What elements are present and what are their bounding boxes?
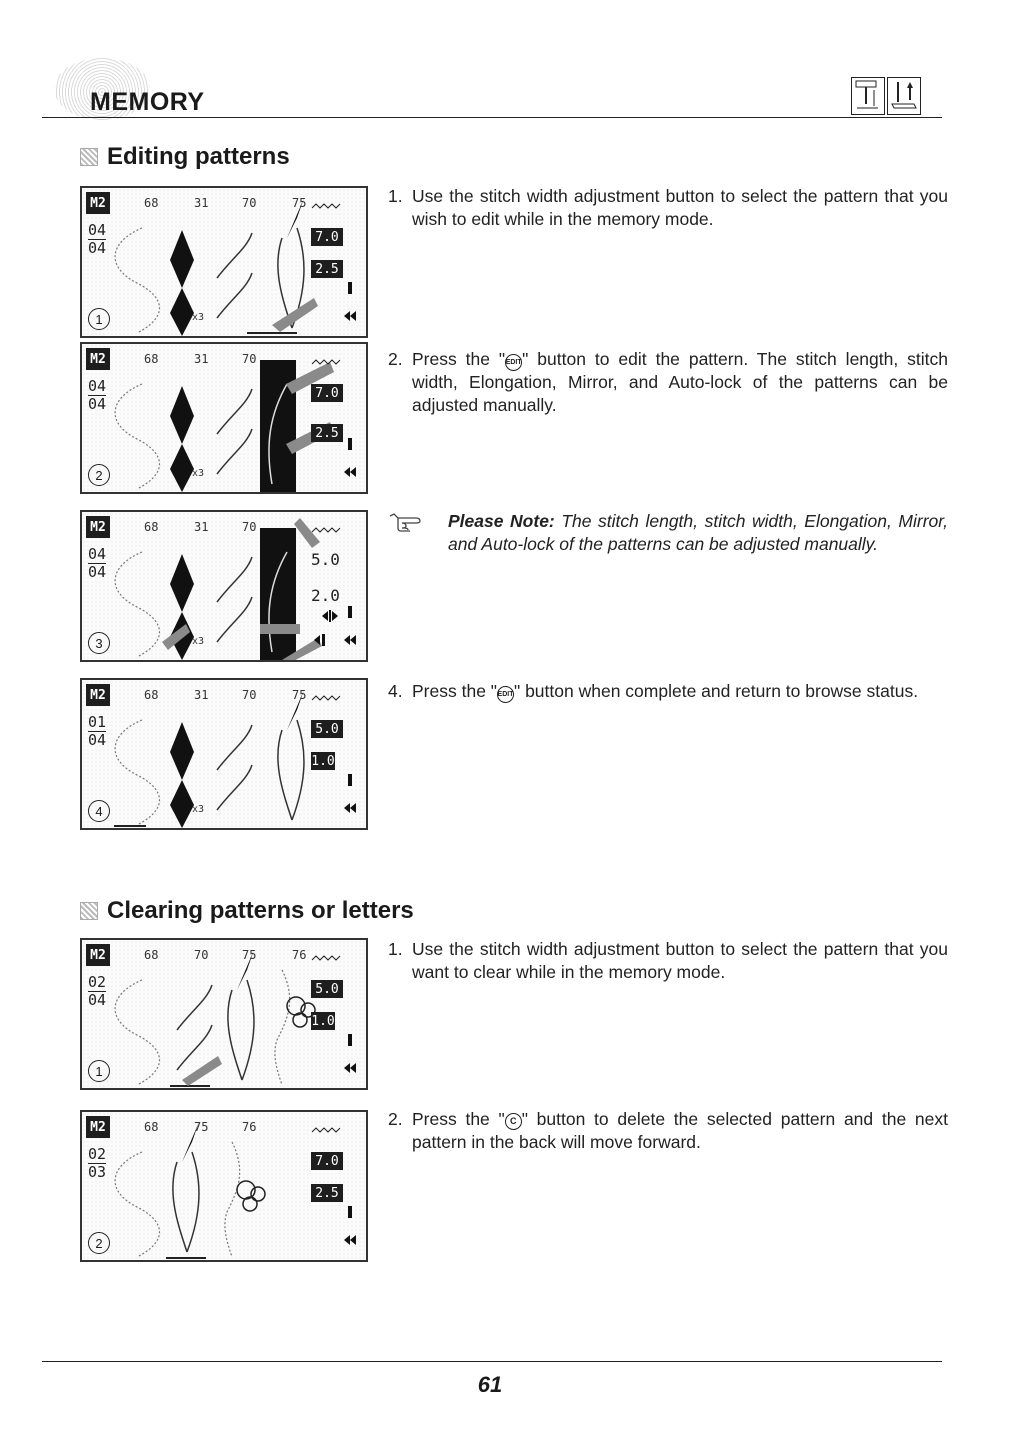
repeat-multiplier: x3 <box>192 468 205 479</box>
memory-slot-badge: M2 <box>86 516 110 538</box>
pattern-code: 70 <box>242 520 257 534</box>
screen-number-badge: 2 <box>88 1232 110 1254</box>
pattern-code: 75 <box>194 1120 209 1134</box>
edit-arrow-icon <box>294 518 320 548</box>
stitch-width-value: 2.0 <box>311 586 340 605</box>
screen-number-badge: 1 <box>88 1060 110 1082</box>
screen-number-badge: 4 <box>88 800 110 822</box>
pointing-hand-icon <box>388 510 448 556</box>
footer-rule <box>42 1361 942 1362</box>
pattern-code: 75 <box>242 948 257 962</box>
edit-step-2: 2. Press the "EDIT" button to edit the p… <box>388 349 948 415</box>
clear-step-2: 2. Press the "C" button to delete the se… <box>388 1109 949 1152</box>
pattern-total: 04 <box>88 563 107 581</box>
pattern-code: 31 <box>194 352 209 366</box>
clearing-heading: Clearing patterns or letters <box>80 897 414 925</box>
please-note: Please Note: The stitch length, stitch w… <box>388 510 948 556</box>
pattern-total: 04 <box>88 395 107 413</box>
pattern-total: 04 <box>88 731 107 749</box>
pattern-position: 02 <box>88 1145 107 1164</box>
stitch-length-value: 7.0 <box>311 228 343 246</box>
pattern-position: 02 <box>88 973 107 992</box>
pattern-code: 68 <box>144 520 159 534</box>
edit-button-icon: EDIT <box>497 686 514 703</box>
pattern-code: 70 <box>242 688 257 702</box>
pattern-total: 03 <box>88 1163 107 1181</box>
screen-number-badge: 2 <box>88 464 110 486</box>
header-icon-group <box>851 77 921 115</box>
pattern-total: 04 <box>88 991 107 1009</box>
pattern-code: 70 <box>194 948 209 962</box>
header-rule <box>42 117 942 118</box>
pattern-code: 75 <box>292 688 307 702</box>
memory-slot-badge: M2 <box>86 684 110 706</box>
pattern-position: 04 <box>88 545 107 564</box>
pattern-code: 68 <box>144 196 159 210</box>
lcd-screen-clear-1: M2 68 70 75 76 02 04 5.0 1.0 1 <box>80 938 368 1090</box>
edit-step-1: 1. Use the stitch width adjustment butto… <box>388 186 948 229</box>
screen-number-badge: 3 <box>88 632 110 654</box>
pattern-position: 01 <box>88 713 107 732</box>
memory-slot-badge: M2 <box>86 348 110 370</box>
stitch-width-value: 1.0 <box>311 1012 335 1030</box>
clear-button-icon: C <box>504 1113 522 1130</box>
pattern-code: 31 <box>194 196 209 210</box>
pattern-code: 68 <box>144 352 159 366</box>
edit-arrow-icon <box>282 638 322 660</box>
selection-arrow-icon <box>182 1056 222 1086</box>
edit-arrow-icon <box>260 624 300 634</box>
stitch-length-value: 5.0 <box>311 550 340 569</box>
page-number: 61 <box>477 1372 503 1397</box>
repeat-multiplier: x3 <box>192 636 205 647</box>
pattern-code: 31 <box>194 688 209 702</box>
presser-foot-icon <box>851 77 885 115</box>
heading-bullet-icon <box>80 148 98 166</box>
lcd-screen-clear-2: M2 68 75 76 02 03 7.0 2.5 2 <box>80 1110 368 1262</box>
memory-slot-badge: M2 <box>86 1116 110 1138</box>
pattern-position: 04 <box>88 377 107 396</box>
heading-bullet-icon <box>80 902 98 920</box>
stitch-length-value: 5.0 <box>311 980 343 998</box>
edit-arrow-icon <box>286 362 334 394</box>
sewing-foot-icon <box>887 77 921 115</box>
stitch-length-value: 7.0 <box>311 1152 343 1170</box>
pattern-total: 04 <box>88 239 107 257</box>
pattern-code: 76 <box>292 948 307 962</box>
stitch-width-value: 2.5 <box>311 260 343 278</box>
pattern-position: 04 <box>88 221 107 240</box>
memory-slot-badge: M2 <box>86 192 110 214</box>
edit-button-icon: EDIT <box>505 354 523 371</box>
pattern-code: 70 <box>242 352 257 366</box>
repeat-multiplier: x3 <box>192 312 205 323</box>
pattern-code: 68 <box>144 1120 159 1134</box>
pattern-code: 76 <box>242 1120 257 1134</box>
lcd-screen-edit-1: M2 68 31 70 75 04 04 7.0 2.5 x3 1 <box>80 186 368 338</box>
pattern-code: 75 <box>292 196 307 210</box>
screen-number-badge: 1 <box>88 308 110 330</box>
section-title: MEMORY <box>54 58 205 120</box>
edit-arrow-icon <box>162 624 190 650</box>
clear-step-1: 1. Use the stitch width adjustment butto… <box>388 939 948 982</box>
lcd-screen-edit-3: M2 68 31 70 04 04 5.0 2.0 x3 3 <box>80 510 368 662</box>
lcd-screen-edit-4: M2 68 31 70 75 01 04 5.0 1.0 x3 4 <box>80 678 368 830</box>
repeat-multiplier: x3 <box>192 804 205 815</box>
pattern-code: 31 <box>194 520 209 534</box>
stitch-width-value: 2.5 <box>311 1184 343 1202</box>
stitch-width-value: 1.0 <box>311 752 335 770</box>
stitch-width-value: 2.5 <box>311 424 343 442</box>
selection-arrow-icon <box>272 298 318 332</box>
stitch-length-value: 5.0 <box>311 720 343 738</box>
pattern-code: 70 <box>242 196 257 210</box>
pattern-code: 68 <box>144 948 159 962</box>
lcd-screen-edit-2: M2 68 31 70 04 04 7.0 2.5 x3 2 <box>80 342 368 494</box>
editing-heading: Editing patterns <box>80 143 290 171</box>
pattern-code: 68 <box>144 688 159 702</box>
stitch-length-value: 7.0 <box>311 384 343 402</box>
memory-slot-badge: M2 <box>86 944 110 966</box>
edit-step-4: 4. Press the "EDIT" button when complete… <box>388 681 919 703</box>
